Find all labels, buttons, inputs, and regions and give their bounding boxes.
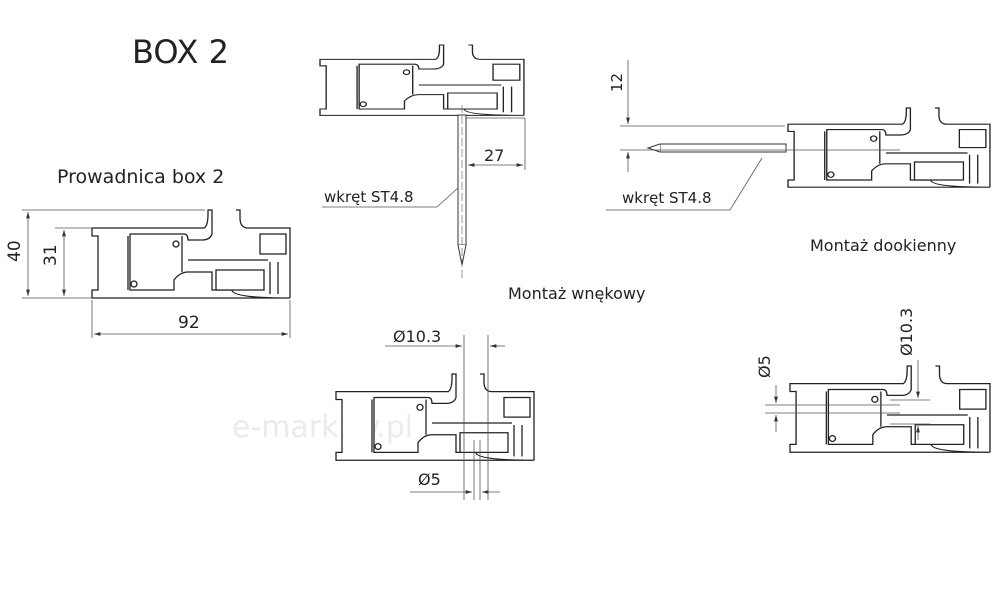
guide-label: Prowadnica box 2 — [57, 166, 224, 188]
guide-dim-31: 31 — [41, 244, 61, 266]
recess-dim-27: 27 — [484, 146, 504, 165]
window-screw-label: wkręt ST4.8 — [622, 189, 712, 207]
window-mount-drawing: 12 wkręt ST4.8 Montaż dookienny — [606, 60, 991, 255]
watermark: e-markizy.pl — [232, 410, 413, 445]
window-mount-label: Montaż dookienny — [810, 236, 956, 255]
recess-mount-drawing: 27 wkręt ST4.8 Montaż wnękowy — [319, 44, 645, 303]
page-title: BOX 2 — [132, 33, 229, 71]
drill-detail-recess: Ø10.3 Ø5 — [335, 327, 535, 500]
window-dim-hole-large: Ø10.3 — [897, 308, 916, 356]
guide-dim-40: 40 — [5, 240, 25, 262]
guide-dim-92: 92 — [178, 313, 200, 333]
window-dim-12: 12 — [608, 73, 626, 92]
guide-profile: Prowadnica box 2 40 31 92 — [5, 166, 291, 338]
recess-dim-hole-small: Ø5 — [418, 470, 441, 489]
recess-mount-label: Montaż wnękowy — [508, 284, 645, 303]
recess-screw-label: wkręt ST4.8 — [324, 188, 414, 206]
recess-dim-hole-large: Ø10.3 — [393, 327, 441, 346]
drill-detail-window: Ø5 Ø10.3 — [755, 308, 991, 453]
window-dim-hole-small: Ø5 — [755, 355, 774, 378]
